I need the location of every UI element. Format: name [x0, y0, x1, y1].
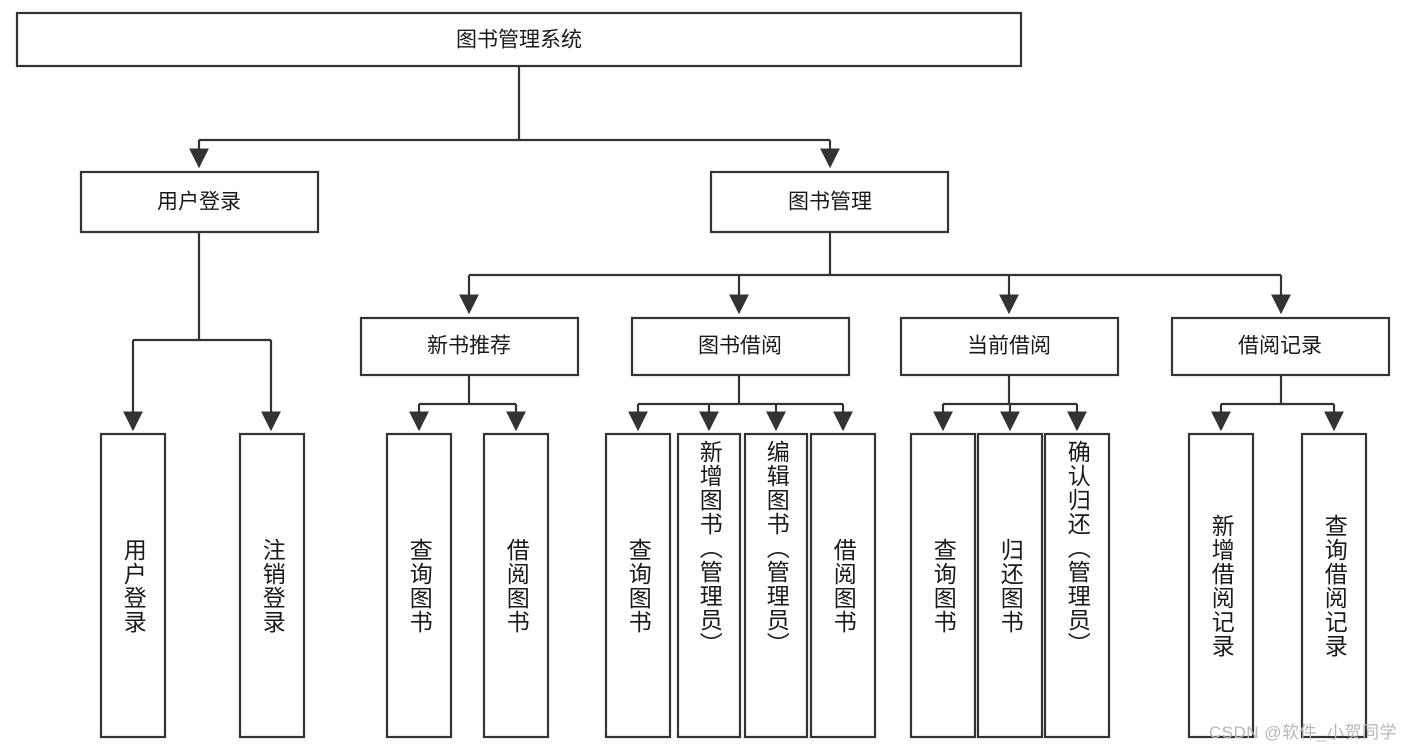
node-root-system[interactable]: 图书管理系统 [15, 11, 1023, 68]
connector-newbook-to-leaves [409, 375, 526, 432]
node-user-login-label: 用户登录 [157, 191, 241, 214]
node-borrow-record[interactable]: 借阅记录 [1170, 316, 1391, 377]
connector-record-to-leaves [1211, 375, 1344, 432]
leaf-box-borrow-book-1[interactable] [482, 432, 550, 739]
node-book-borrow-label: 图书借阅 [698, 335, 782, 358]
node-current-borrow-label: 当前借阅 [967, 335, 1051, 358]
leaf-box-query-book-1[interactable] [385, 432, 453, 739]
node-borrow-record-label: 借阅记录 [1238, 335, 1322, 358]
node-current-borrow[interactable]: 当前借阅 [899, 316, 1120, 377]
leaf-box-edit-book[interactable] [743, 432, 809, 739]
connector-userlogin-to-leaves [123, 232, 281, 432]
leaf-box-query-book-3[interactable] [909, 432, 977, 739]
connector-borrow-to-leaves [628, 375, 853, 432]
leaf-box-add-book[interactable] [676, 432, 742, 739]
connector-current-to-leaves [933, 375, 1087, 432]
leaf-box-logout[interactable] [238, 432, 306, 739]
leaf-box-query-record[interactable] [1300, 432, 1368, 739]
node-new-book-recommend[interactable]: 新书推荐 [359, 316, 580, 377]
node-book-borrow[interactable]: 图书借阅 [630, 316, 851, 377]
leaf-box-query-book-2[interactable] [604, 432, 672, 739]
leaf-box-confirm-return[interactable] [1043, 432, 1111, 739]
node-book-management[interactable]: 图书管理 [709, 170, 950, 234]
connector-root-to-level2 [189, 66, 840, 169]
node-user-login[interactable]: 用户登录 [79, 170, 320, 234]
node-book-management-label: 图书管理 [788, 191, 872, 214]
leaf-box-add-record[interactable] [1187, 432, 1255, 739]
node-new-book-recommend-label: 新书推荐 [427, 335, 511, 358]
node-root-label: 图书管理系统 [456, 29, 582, 52]
watermark-text: CSDN @软件_小贺同学 [1208, 723, 1397, 742]
connector-bookmgmt-to-level3 [459, 232, 1291, 315]
leaf-box-return-book[interactable] [976, 432, 1044, 739]
leaf-box-borrow-book-2[interactable] [809, 432, 877, 739]
leaf-box-user-login[interactable] [99, 432, 167, 739]
